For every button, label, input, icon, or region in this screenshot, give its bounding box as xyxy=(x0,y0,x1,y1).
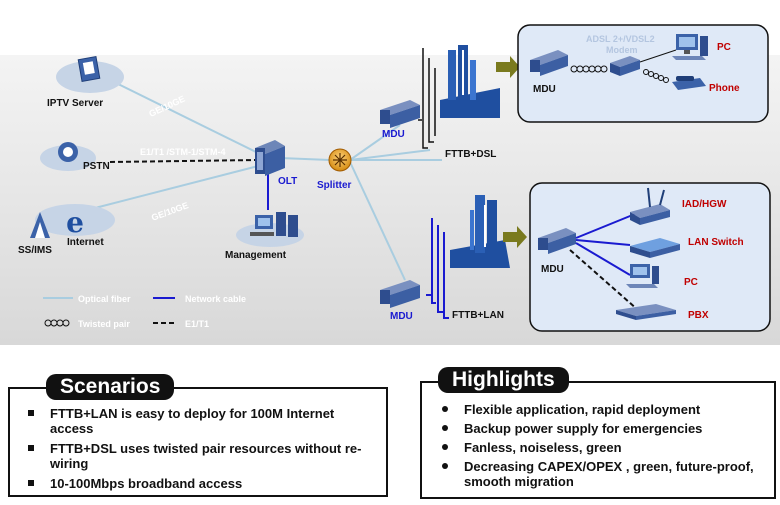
scenarios-list: FTTB+LAN is easy to deploy for 100M Inte… xyxy=(28,406,376,491)
fttb-lan-label: FTTB+LAN xyxy=(452,310,504,321)
e1-link xyxy=(109,159,259,163)
pbx-label: PBX xyxy=(688,310,709,321)
link-label-e1: E1/T1 /STM-1/STM-4 xyxy=(140,147,226,157)
olt-icon xyxy=(255,140,285,176)
lan-switch-icon xyxy=(630,238,680,258)
mdu-box2-label: MDU xyxy=(541,264,564,275)
highlight-item: Flexible application, rapid deployment xyxy=(442,402,764,417)
fttb-dsl-brackets xyxy=(418,48,436,149)
highlight-item: Decreasing CAPEX/OPEX , green, future-pr… xyxy=(442,459,764,489)
mdu-box1-label: MDU xyxy=(533,84,556,95)
pc2-icon xyxy=(626,264,659,288)
mdu-top-icon xyxy=(380,100,420,128)
pbx-icon xyxy=(616,304,676,320)
twisted-pair-link-2 xyxy=(643,69,669,83)
legend-telephone-label: E1/T1 xyxy=(185,319,209,329)
highlights-list: Flexible application, rapid deployment B… xyxy=(442,402,764,489)
pbx-link xyxy=(569,249,639,311)
arrow-dsl-icon xyxy=(496,56,520,78)
pstn-label: PSTN xyxy=(83,161,110,172)
highlights-title: Highlights xyxy=(438,367,569,393)
highlight-item: Fanless, noiseless, green xyxy=(442,440,764,455)
modem-label-line2: Modem xyxy=(606,45,638,55)
phone-label: Phone xyxy=(709,83,740,94)
ssims-label: SS/IMS xyxy=(18,245,52,256)
phone-icon xyxy=(672,76,706,90)
management-icon xyxy=(236,212,304,247)
fiber-links xyxy=(94,79,442,281)
svg-text:e: e xyxy=(66,206,84,239)
highlights-panel: Flexible application, rapid deployment B… xyxy=(420,381,776,499)
internet-label: Internet xyxy=(67,237,104,248)
splitter-label: Splitter xyxy=(317,180,352,191)
mdu-bottom-label: MDU xyxy=(390,311,413,322)
mdu-bottom-icon xyxy=(380,280,420,308)
mdu-top-label: MDU xyxy=(382,129,405,140)
lan-links xyxy=(575,213,636,276)
fttb-lan-building-icon xyxy=(450,195,510,268)
twisted-pair-link-1 xyxy=(570,65,608,73)
pstn-icon xyxy=(40,142,96,171)
fttb-dsl-building-icon xyxy=(440,45,500,118)
internet-icon: e xyxy=(30,204,115,239)
mdu-box2-icon xyxy=(538,228,576,254)
scenario-item: FTTB+LAN is easy to deploy for 100M Inte… xyxy=(28,406,376,436)
legend-fiber-label: Optical fiber xyxy=(78,294,131,304)
legend-twisted-label: Twisted pair xyxy=(78,319,130,329)
legend: Optical fiber Network cable Twisted pair… xyxy=(43,294,246,329)
iptv-server-label: IPTV Server xyxy=(47,98,103,109)
modem-icon xyxy=(610,56,640,76)
modem-label-line1: ADSL 2+/VDSL2 xyxy=(586,34,655,44)
management-label: Management xyxy=(225,250,287,261)
mdu-box1-icon xyxy=(530,50,568,76)
pc1-label: PC xyxy=(717,42,731,53)
highlight-item: Backup power supply for emergencies xyxy=(442,421,764,436)
network-diagram: GE/10GE E1/T1 /STM-1/STM-4 GE/10GE IPTV … xyxy=(0,24,780,345)
iad-label: IAD/HGW xyxy=(682,199,727,210)
scenario-item: FTTB+DSL uses twisted pair resources wit… xyxy=(28,441,376,471)
fttb-lan-brackets xyxy=(426,218,449,319)
scenarios-title: Scenarios xyxy=(46,374,175,400)
modem-pc-link xyxy=(639,49,677,63)
pc1-icon xyxy=(672,34,708,60)
iad-icon xyxy=(630,187,670,225)
olt-label: OLT xyxy=(278,176,297,187)
scenario-item: 10-100Mbps broadband access xyxy=(28,476,376,491)
splitter-icon xyxy=(328,148,352,172)
lan-switch-label: LAN Switch xyxy=(688,237,744,248)
scenarios-panel: FTTB+LAN is easy to deploy for 100M Inte… xyxy=(8,387,388,497)
arrow-lan-icon xyxy=(503,226,527,248)
fttb-dsl-label: FTTB+DSL xyxy=(445,149,496,160)
legend-network-label: Network cable xyxy=(185,294,246,304)
iptv-server-icon xyxy=(56,56,124,93)
legend-twisted-swatch xyxy=(44,319,70,327)
pc2-label: PC xyxy=(684,277,698,288)
